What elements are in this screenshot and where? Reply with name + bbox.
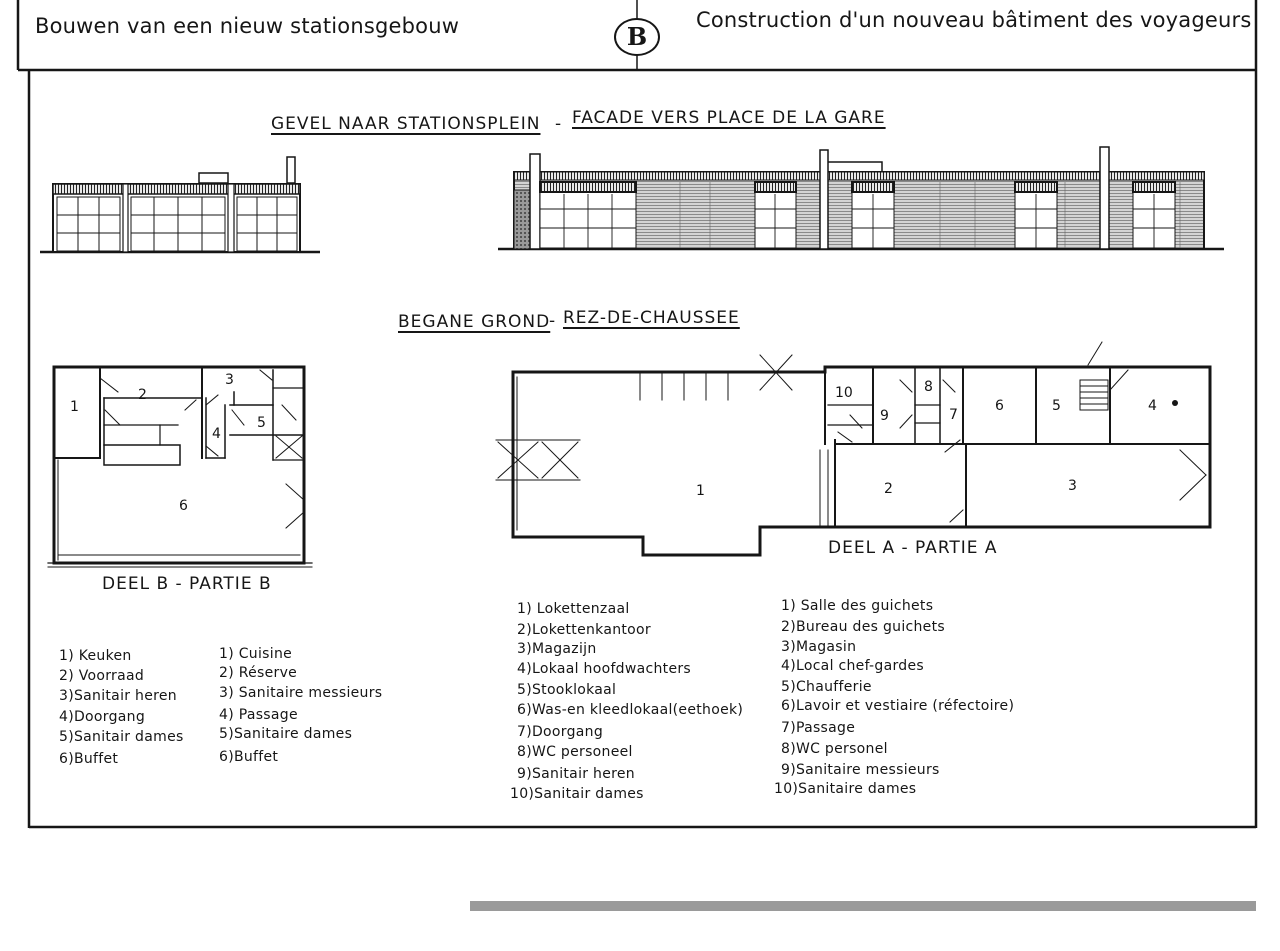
- legend-a-dutch-item: 5)Stooklokaal: [517, 682, 617, 698]
- header-title-dutch: Bouwen van een nieuw stationsgebouw: [35, 14, 460, 38]
- legend-b-dutch-item: 4)Doorgang: [59, 709, 146, 725]
- legend-a-dutch-item: 4)Lokaal hoofdwachters: [517, 661, 692, 677]
- legend-a-french-item: 5)Chaufferie: [781, 679, 872, 695]
- header-title-french: Construction d'un nouveau bâtiment des v…: [696, 8, 1252, 32]
- legend-b-french-item: 6)Buffet: [219, 749, 279, 765]
- legend-a-dutch-item: 3)Magazijn: [517, 641, 597, 657]
- legend-a-dutch-item: 7)Doorgang: [517, 724, 604, 740]
- room-number: 9: [880, 408, 889, 424]
- ground-floor-separator: -: [549, 311, 557, 331]
- room-number: 5: [1052, 398, 1061, 414]
- floor-plan-part-b: [47, 365, 313, 568]
- ground-floor-title-french: REZ-DE-CHAUSSEE: [563, 308, 740, 328]
- room-number: 5: [257, 415, 266, 431]
- room-number: 1: [696, 483, 705, 499]
- legend-b-dutch-item: 1) Keuken: [59, 648, 132, 664]
- facade-section-title-french: FACADE VERS PLACE DE LA GARE: [572, 108, 886, 128]
- legend-b-dutch-item: 3)Sanitair heren: [59, 688, 177, 704]
- room-number: 7: [949, 407, 958, 423]
- legend-a-french-item: 2)Bureau des guichets: [781, 619, 945, 635]
- legend-a-dutch-item: 6)Was-en kleedlokaal(eethoek): [517, 702, 744, 718]
- facade-section-title-dutch: GEVEL NAAR STATIONSPLEIN: [271, 114, 541, 134]
- room-number: 3: [1068, 478, 1077, 494]
- legend-b-french-item: 2) Réserve: [219, 665, 298, 681]
- legend-a-dutch-item: 8)WC personeel: [517, 744, 633, 760]
- room-number: 4: [1148, 398, 1157, 414]
- room-number: 10: [835, 385, 853, 401]
- legend-a-french-item: 8)WC personel: [781, 741, 888, 757]
- legend-b-dutch-item: 5)Sanitair dames: [59, 729, 184, 745]
- sheet-frame: [16, 0, 1258, 829]
- room-number: 6: [179, 498, 188, 514]
- room-number: 2: [884, 481, 893, 497]
- floor-plan-part-a: [495, 341, 1212, 557]
- legend-a-french-item: 9)Sanitaire messieurs: [781, 762, 940, 778]
- room-number: 2: [138, 387, 147, 403]
- legend-b-french-item: 5)Sanitaire dames: [219, 726, 353, 742]
- legend-b-dutch-item: 6)Buffet: [59, 751, 119, 767]
- sncb-logo: B: [614, 18, 660, 56]
- legend-b-french-item: 4) Passage: [219, 707, 298, 723]
- legend-a-dutch-item: 1) Lokettenzaal: [517, 601, 630, 617]
- legend-a-dutch-item: 10)Sanitair dames: [510, 786, 644, 802]
- facade-part-a: [498, 146, 1224, 251]
- legend-a-french-item: 3)Magasin: [781, 639, 857, 655]
- legend-a-dutch-item: 9)Sanitair heren: [517, 766, 635, 782]
- room-number: 6: [995, 398, 1004, 414]
- room-number: 4: [212, 426, 221, 442]
- legend-a-french-item: 6)Lavoir et vestiaire (réfectoire): [781, 698, 1015, 714]
- legend-a-dutch-item: 2)Lokettenkantoor: [517, 622, 651, 638]
- room-number: 3: [225, 372, 234, 388]
- legend-b-french-item: 3) Sanitaire messieurs: [219, 685, 383, 701]
- facade-section-separator: -: [555, 114, 563, 134]
- legend-a-french-item: 7)Passage: [781, 720, 856, 736]
- legend-a-french-item: 10)Sanitaire dames: [774, 781, 917, 797]
- legend-b-dutch-item: 2) Voorraad: [59, 668, 145, 684]
- facade-part-b: [40, 156, 320, 254]
- legend-a-french-item: 4)Local chef-gardes: [781, 658, 924, 674]
- part-a-label: DEEL A - PARTIE A: [828, 538, 998, 558]
- ground-floor-title-dutch: BEGANE GROND: [398, 312, 551, 332]
- legend-a-french-item: 1) Salle des guichets: [781, 598, 934, 614]
- legend-b-french-item: 1) Cuisine: [219, 646, 293, 662]
- room-number: 8: [924, 379, 933, 395]
- part-b-label: DEEL B - PARTIE B: [102, 574, 272, 594]
- room-number: 1: [70, 399, 79, 415]
